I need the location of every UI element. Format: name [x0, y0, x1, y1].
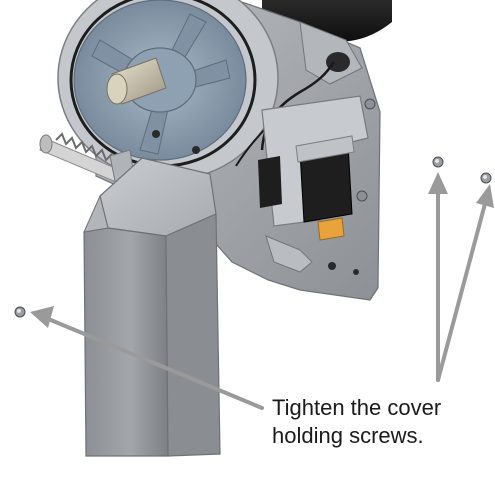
shaft-end — [106, 73, 128, 105]
plate-screw — [356, 190, 368, 202]
cover-front-right — [165, 213, 221, 457]
solenoid-band — [295, 135, 355, 163]
cover-bevel — [83, 194, 109, 233]
arrow-to-right-screw-1 — [428, 172, 448, 382]
motor-roll — [262, 0, 392, 42]
plate-screw — [364, 98, 376, 110]
arrow-to-right-screw-2 — [436, 184, 494, 382]
solenoid-coil-left — [258, 156, 282, 208]
plate-screw — [353, 269, 359, 275]
instruction-callout: Tighten the cover holding screws. — [272, 394, 492, 450]
loose-screw-right-2 — [480, 172, 492, 184]
loose-screw-left — [14, 306, 26, 318]
solenoid-plunger — [317, 217, 345, 241]
hub-screw — [152, 130, 160, 138]
callout-line-1: Tighten the cover — [272, 395, 442, 420]
cover-front-left — [83, 227, 169, 457]
plate-screw — [328, 262, 336, 270]
callout-line-2: holding screws. — [272, 423, 424, 448]
loose-screw-right-1 — [432, 156, 444, 168]
actuator-lever — [265, 235, 313, 273]
arrow-to-left-screw — [30, 306, 264, 410]
hub-screw — [192, 146, 200, 154]
